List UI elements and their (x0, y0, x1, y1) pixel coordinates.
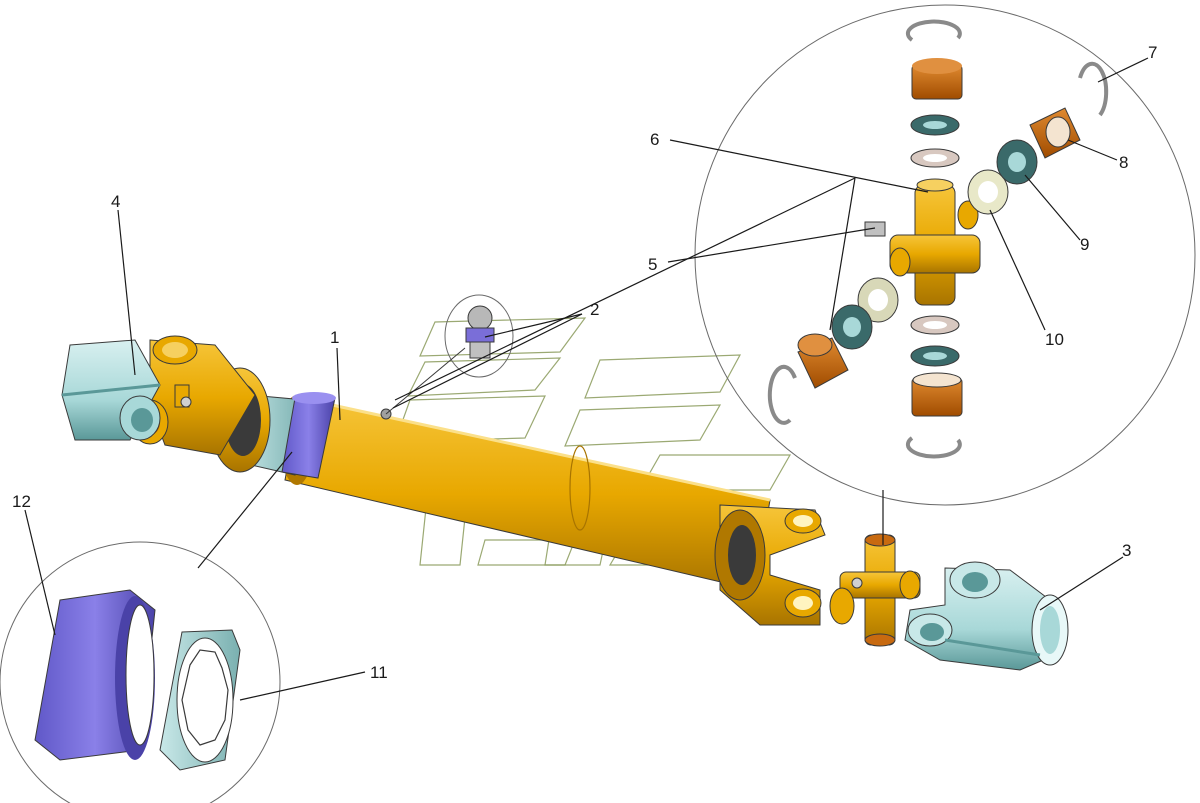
end-yoke-3 (904, 561, 1069, 671)
callout-4: 4 (111, 192, 120, 211)
callout-5: 5 (648, 255, 657, 274)
lower-cross (829, 533, 921, 647)
callout-7: 7 (1148, 43, 1157, 62)
leader-12 (24, 509, 56, 636)
callout-12: 12 (12, 492, 31, 511)
left-universal-joint (61, 335, 271, 473)
leader-6 (669, 139, 929, 193)
detail-circle-grease-fitting (444, 294, 514, 378)
grease-fitting (380, 305, 495, 420)
callout-numbers: 1 2 3 4 5 6 7 8 9 10 11 12 (12, 43, 1157, 682)
leader-9 (1024, 174, 1081, 241)
shaft-boot (281, 392, 336, 479)
leader-5 (667, 227, 876, 263)
leader-1 (336, 347, 341, 421)
callout-3: 3 (1122, 541, 1131, 560)
callout-8: 8 (1119, 153, 1128, 172)
cross-kit-detail (767, 19, 1109, 459)
leader-cross-detail-b (829, 177, 856, 331)
leader-8 (1067, 139, 1118, 161)
leader-4 (117, 209, 136, 376)
callout-1: 1 (330, 328, 339, 347)
leader-2b (392, 313, 583, 409)
leader-cross-detail-a (394, 177, 856, 401)
detail-circle-boot (0, 541, 281, 803)
callout-11: 11 (370, 663, 388, 682)
leader-boot-detail (197, 451, 293, 569)
shaft-tube (280, 395, 771, 591)
leader-3 (1039, 556, 1124, 611)
callout-9: 9 (1080, 235, 1089, 254)
callout-6: 6 (650, 130, 659, 149)
callout-10: 10 (1045, 330, 1064, 349)
leader-lines (24, 57, 1149, 701)
callout-2: 2 (590, 300, 599, 319)
shaft-end-yoke (714, 504, 826, 626)
boot-detail (34, 589, 241, 771)
leader-10 (989, 209, 1046, 331)
leader-11 (239, 671, 366, 701)
leader-7 (1097, 57, 1149, 83)
